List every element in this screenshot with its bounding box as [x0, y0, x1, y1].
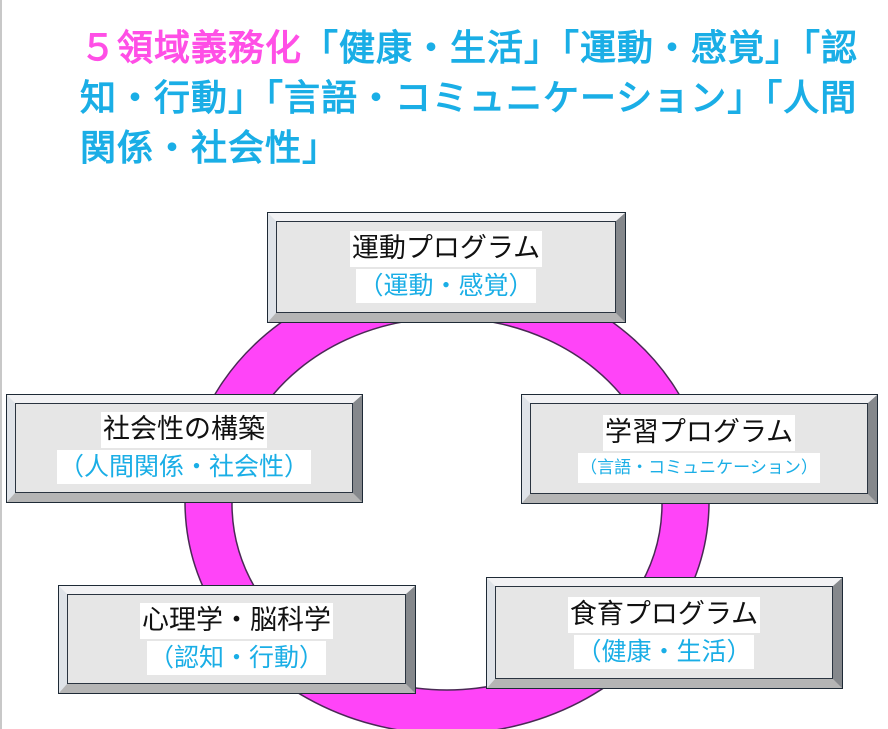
node-title: 学習プログラム — [602, 414, 796, 451]
node-bottom-left: 心理学・脳科学 （認知・行動） — [58, 585, 416, 694]
node-bottom-right: 食育プログラム （健康・生活） — [486, 577, 843, 689]
node-title: 食育プログラム — [567, 596, 761, 633]
node-domain: （健康・生活） — [574, 634, 754, 669]
node-right: 学習プログラム （言語・コミュニケーション） — [521, 394, 878, 504]
node-domain: （人間関係・社会性） — [56, 450, 311, 484]
headline: ５領域義務化「健康・生活」「運動・感覚」「認知・行動」「言語・コミュニケーション… — [80, 24, 870, 174]
page-left-border — [0, 0, 2, 729]
node-domain: （運動・感覚） — [356, 269, 536, 303]
node-title: 心理学・脳科学 — [140, 603, 333, 639]
node-domain: （言語・コミュニケーション） — [578, 452, 820, 483]
node-title: 社会性の構築 — [101, 412, 267, 448]
node-top: 運動プログラム （運動・感覚） — [267, 212, 626, 323]
headline-accent: ５領域義務化 — [80, 28, 303, 69]
node-title: 運動プログラム — [349, 231, 543, 267]
node-left: 社会性の構築 （人間関係・社会性） — [6, 394, 363, 503]
headline-domains: 「健康・生活」「運動・感覚」「認知・行動」「言語・コミュニケーション」「人間関係… — [80, 28, 859, 169]
node-domain: （認知・行動） — [146, 641, 326, 675]
